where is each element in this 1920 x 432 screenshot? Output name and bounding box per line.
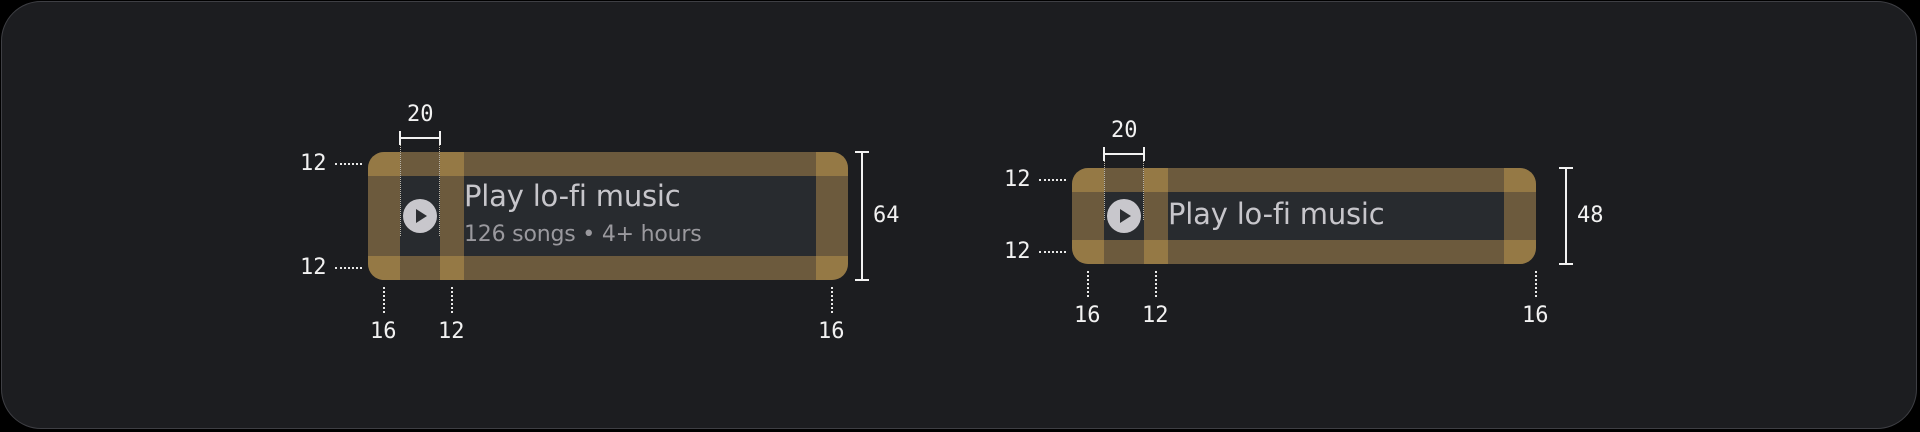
overlap-corner (440, 256, 464, 280)
overlap-corner (368, 152, 400, 176)
icon-guide-right (439, 140, 440, 236)
icon-gap-label: 12 (438, 319, 465, 344)
height-label: 64 (873, 203, 900, 228)
icon-width-bracket (400, 137, 440, 139)
icon-gap-leader (451, 287, 453, 313)
overlap-corner (816, 256, 848, 280)
padding-top-leader (335, 163, 362, 165)
icon-guide-right (1143, 156, 1144, 220)
padding-left-label: 16 (370, 319, 397, 344)
overlap-corner (1144, 168, 1168, 192)
gap-overlay (1144, 192, 1168, 240)
play-circle-icon[interactable] (403, 199, 437, 233)
height-bracket (1565, 168, 1567, 264)
item-title: Play lo-fi music (464, 179, 681, 213)
bracket-cap (1103, 147, 1105, 161)
list-item-card: Play lo-fi music (1072, 168, 1536, 264)
overlap-corner (1504, 168, 1536, 192)
padding-right-leader (831, 287, 833, 313)
bracket-cap (1143, 147, 1145, 161)
play-circle-icon[interactable] (1107, 199, 1141, 233)
height-bracket (861, 152, 863, 280)
padding-top-overlay (1072, 168, 1536, 192)
padding-bottom-label: 12 (300, 255, 327, 280)
padding-left-label: 16 (1074, 303, 1101, 328)
padding-bottom-label: 12 (1004, 239, 1031, 264)
overlap-corner (440, 152, 464, 176)
bracket-cap (855, 151, 869, 153)
padding-bottom-leader (1039, 251, 1066, 253)
padding-right-label: 16 (1522, 303, 1549, 328)
item-title: Play lo-fi music (1168, 197, 1385, 231)
padding-top-overlay (368, 152, 848, 176)
overlap-corner (368, 256, 400, 280)
padding-top-label: 12 (1004, 167, 1031, 192)
bracket-cap (1559, 263, 1573, 265)
padding-top-leader (1039, 179, 1066, 181)
padding-right-overlay (1504, 192, 1536, 240)
icon-width-label: 20 (1111, 118, 1138, 143)
bracket-cap (399, 131, 401, 145)
icon-guide-left (1104, 156, 1105, 220)
icon-width-label: 20 (407, 102, 434, 127)
bracket-cap (439, 131, 441, 145)
bracket-cap (1559, 167, 1573, 169)
item-subtitle: 126 songs • 4+ hours (464, 222, 702, 247)
height-label: 48 (1577, 203, 1604, 228)
overlap-corner (1504, 240, 1536, 264)
padding-left-overlay (368, 176, 400, 256)
overlap-corner (1072, 168, 1104, 192)
gap-overlay (440, 176, 464, 256)
icon-gap-label: 12 (1142, 303, 1169, 328)
overlap-corner (1072, 240, 1104, 264)
padding-left-leader (1087, 271, 1089, 297)
padding-left-leader (383, 287, 385, 313)
padding-bottom-overlay (368, 256, 848, 280)
padding-left-overlay (1072, 192, 1104, 240)
padding-right-label: 16 (818, 319, 845, 344)
padding-right-overlay (816, 176, 848, 256)
padding-bottom-leader (335, 267, 362, 269)
padding-right-leader (1535, 271, 1537, 297)
icon-gap-leader (1155, 271, 1157, 297)
overlap-corner (816, 152, 848, 176)
icon-width-bracket (1104, 153, 1144, 155)
padding-bottom-overlay (1072, 240, 1536, 264)
bracket-cap (855, 279, 869, 281)
overlap-corner (1144, 240, 1168, 264)
icon-guide-left (400, 140, 401, 236)
list-item-card: Play lo-fi music 126 songs • 4+ hours (368, 152, 848, 280)
padding-top-label: 12 (300, 151, 327, 176)
